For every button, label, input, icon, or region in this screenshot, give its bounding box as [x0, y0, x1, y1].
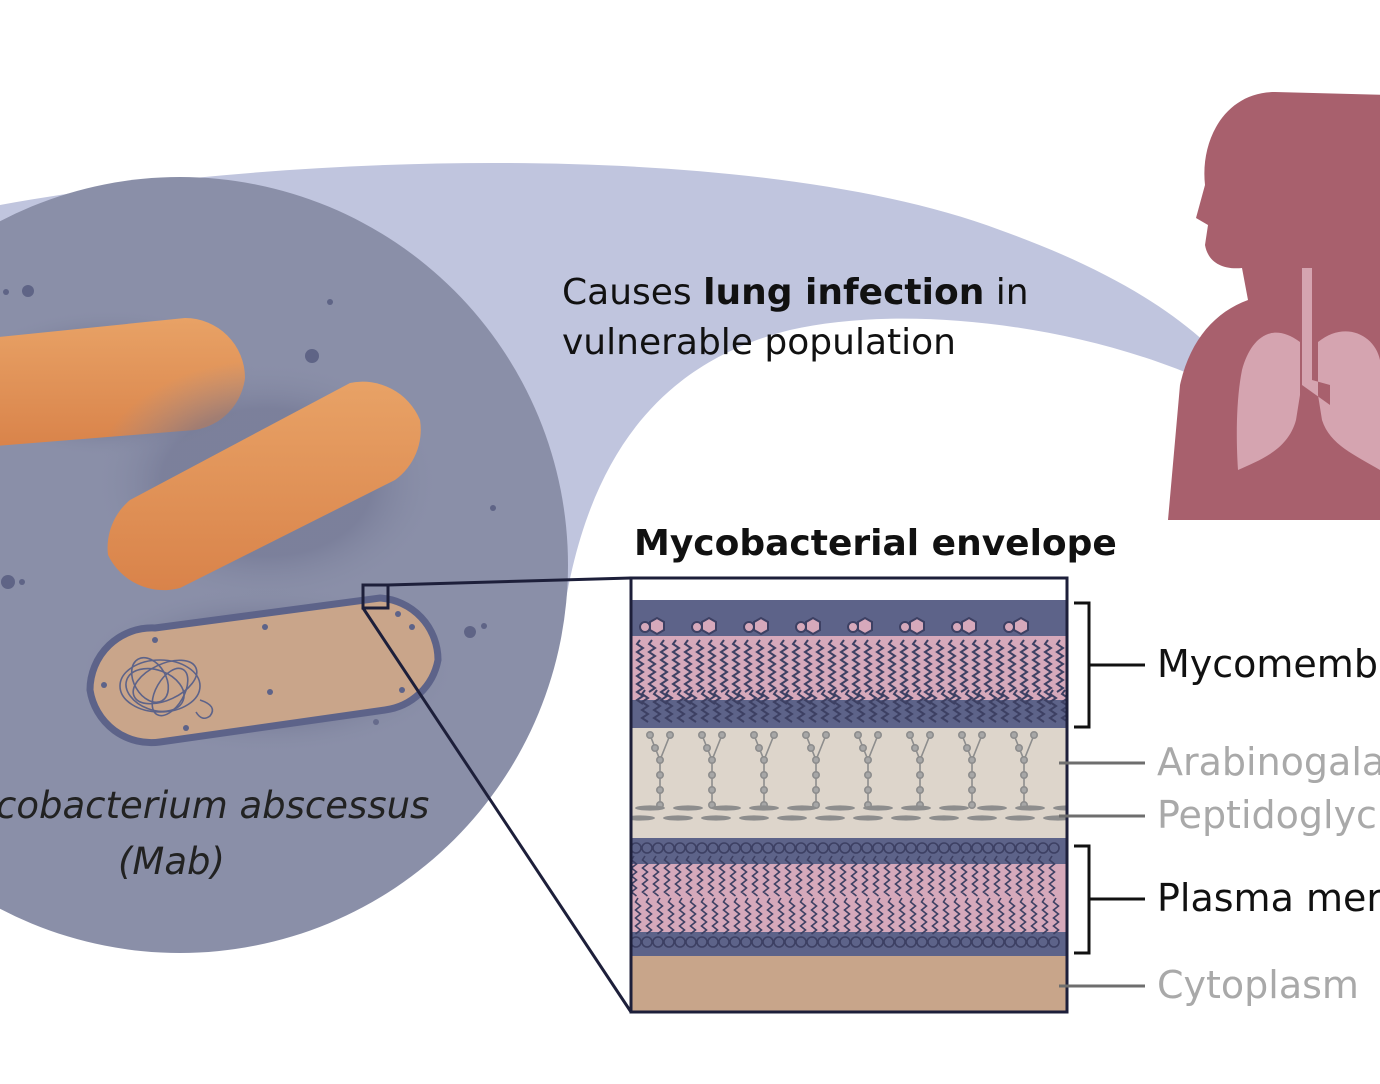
infection-caption: Causes lung infection in vulnerable popu…	[562, 268, 1029, 368]
label-mycomembrane: Mycomemb	[1157, 642, 1378, 686]
species-name: cobacterium abscessus	[0, 784, 430, 827]
human-silhouette	[1168, 92, 1380, 520]
layer-leaders	[1059, 761, 1145, 988]
label-arabinogalactan: Arabinogala	[1157, 740, 1380, 784]
chromosome-icon	[119, 656, 214, 720]
caption-suffix: in	[984, 272, 1029, 313]
label-peptidoglycan: Peptidoglyc	[1157, 793, 1377, 837]
caption-line2: vulnerable population	[562, 322, 956, 363]
species-abbrev: (Mab)	[118, 840, 225, 883]
rod-3	[75, 585, 460, 755]
label-cytoplasm: Cytoplasm	[1157, 963, 1359, 1007]
envelope-title: Mycobacterial envelope	[634, 523, 1117, 564]
caption-bold: lung infection	[703, 272, 985, 313]
envelope-cross-section	[631, 578, 1067, 1012]
layer-brackets	[1074, 601, 1145, 955]
label-plasma-membrane: Plasma mer	[1157, 876, 1380, 920]
zoom-region	[361, 583, 390, 610]
rod-2	[92, 360, 442, 605]
caption-prefix: Causes	[562, 272, 704, 313]
lungs-icon	[1236, 268, 1380, 470]
